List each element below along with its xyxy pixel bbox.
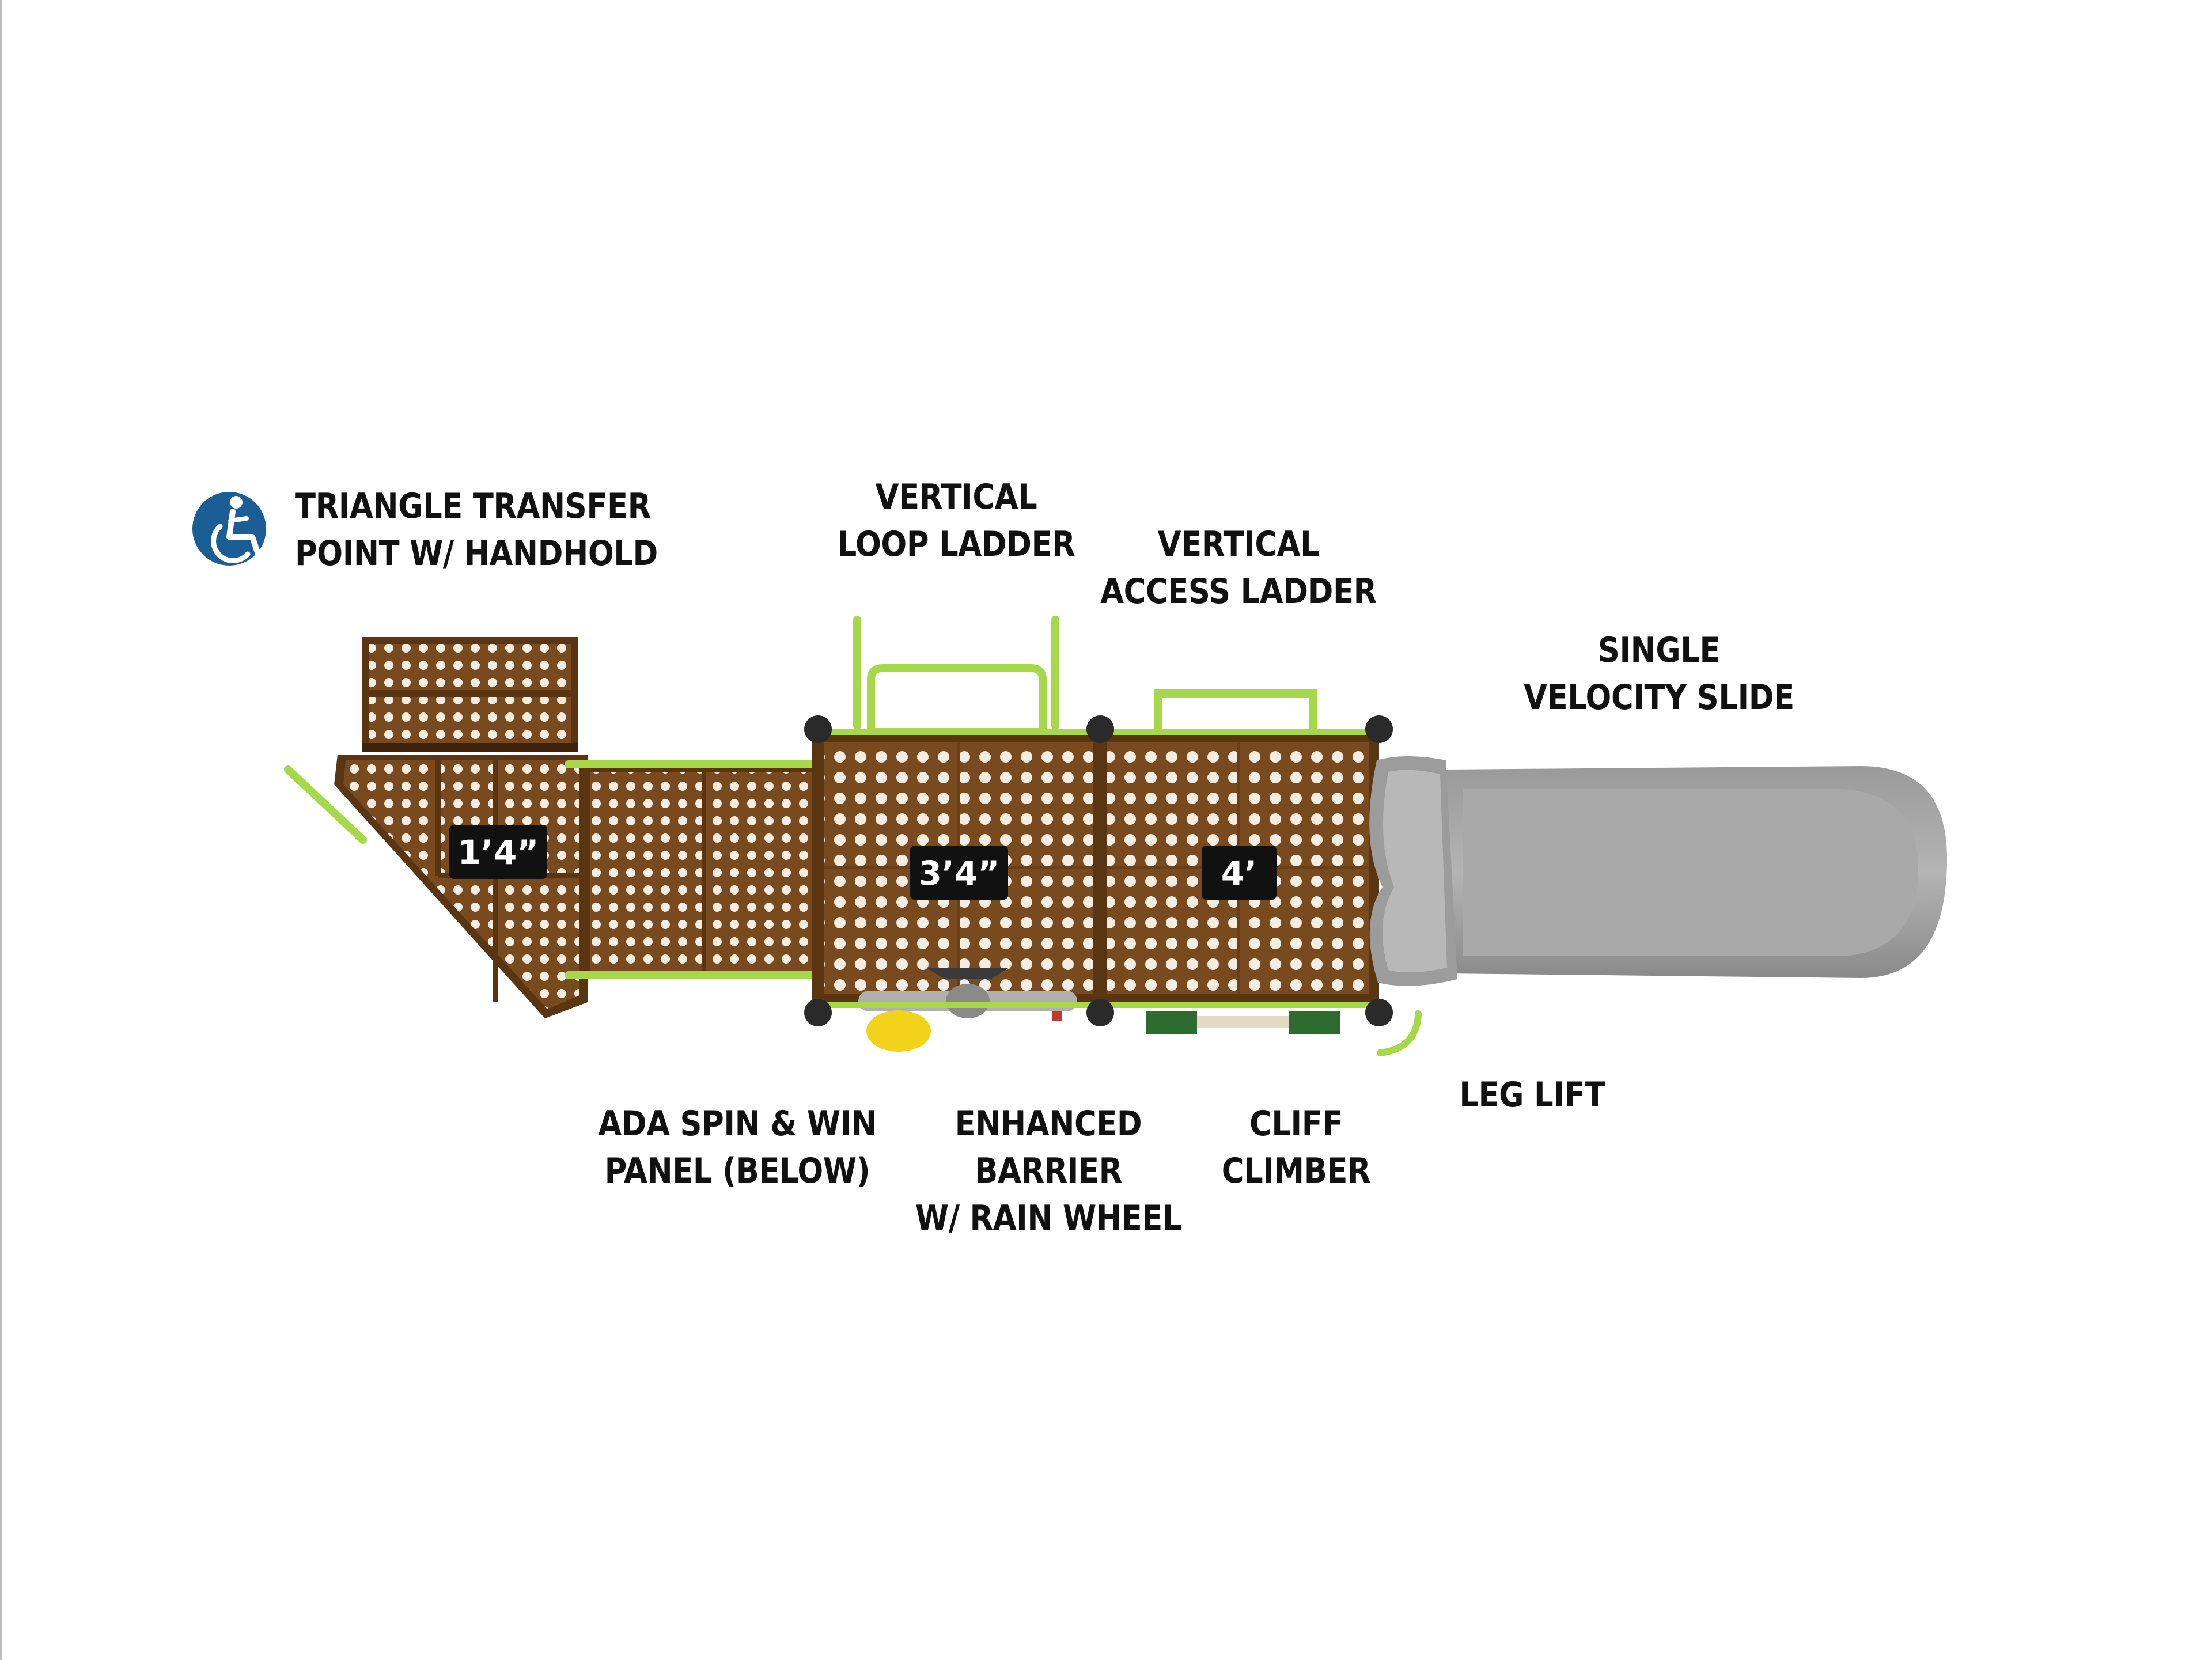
triangle-transfer-platform	[284, 755, 588, 1018]
transfer-handhold	[284, 765, 367, 844]
height-tag-deck-right: 4’	[1202, 846, 1277, 900]
transfer-steps	[362, 637, 578, 752]
label-ada-spin-win: ADA SPIN & WIN PANEL (BELOW)	[598, 1104, 877, 1191]
label-triangle-transfer: TRIANGLE TRANSFER POINT W/ HANDHOLD	[295, 486, 658, 574]
label-single-velocity-slide: SINGLE VELOCITY SLIDE	[1524, 630, 1794, 718]
label-vertical-loop-ladder: VERTICAL LOOP LADDER	[837, 477, 1075, 564]
vertical-loop-ladder	[853, 616, 1059, 735]
label-vertical-access-ladder: VERTICAL ACCESS LADDER	[1100, 524, 1377, 612]
cliff-climber	[1146, 1011, 1340, 1034]
deck-posts	[804, 715, 1393, 1026]
vertical-access-ladder	[1154, 689, 1317, 740]
accessibility-wheelchair-icon	[192, 492, 266, 566]
height-text-deck-middle: 3’4”	[919, 854, 1000, 893]
single-velocity-slide	[1369, 756, 1947, 986]
label-cliff-climber: CLIFF CLIMBER	[1221, 1104, 1371, 1191]
label-leg-lift: LEG LIFT	[1459, 1075, 1605, 1115]
height-tag-deck-middle: 3’4”	[910, 846, 1008, 900]
left-border	[0, 0, 2, 1660]
leg-lift	[1377, 1010, 1422, 1056]
rain-wheel	[926, 968, 1009, 979]
ada-spin-win-panel	[866, 1010, 931, 1052]
height-text-deck-right: 4’	[1221, 854, 1257, 893]
label-enhanced-barrier: ENHANCED BARRIER W/ RAIN WHEEL	[915, 1104, 1182, 1238]
height-text-transfer: 1’4”	[458, 833, 539, 872]
height-tag-transfer: 1’4”	[449, 825, 547, 879]
deck-right	[1097, 730, 1379, 1006]
connector-deck	[565, 760, 823, 979]
